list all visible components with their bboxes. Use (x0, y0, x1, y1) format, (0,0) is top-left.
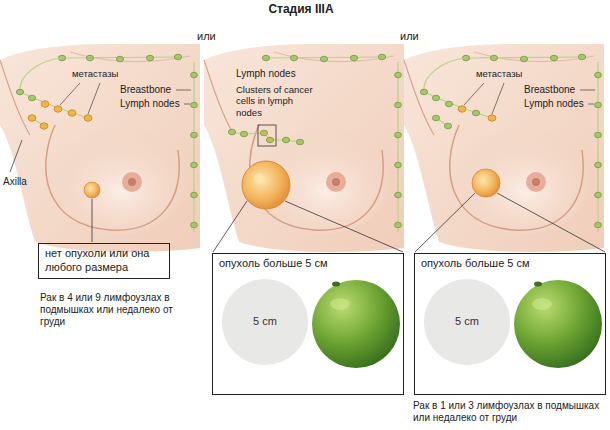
leader-line (92, 199, 93, 242)
lymph-vessel (232, 132, 300, 142)
torso (204, 44, 404, 252)
leader-line (415, 193, 605, 252)
lime-body (514, 280, 602, 368)
lymph-chain (462, 54, 601, 232)
tumor-box: нет опухоли или она любого размера (38, 243, 170, 279)
cancer-cell (264, 133, 267, 136)
size-label: 5 cm (455, 315, 479, 329)
metastasis-node (40, 123, 48, 129)
lime-body (312, 280, 400, 368)
leader-line (213, 201, 403, 252)
cancer-cell (268, 138, 271, 141)
part-label: Breastbone (524, 84, 575, 96)
size-label: 5 cm (253, 315, 277, 329)
tumor-box: опухоль больше 5 см 5 cm (212, 253, 404, 395)
panel (404, 44, 604, 252)
metastasis-node (54, 106, 62, 112)
panel (0, 44, 200, 252)
lime-highlight (532, 298, 552, 310)
torso (0, 44, 200, 252)
tumor (242, 161, 290, 209)
stage-note: Рак в 1 или 3 лимфоузлах в подмышках или… (413, 400, 603, 424)
metastasis-node (41, 101, 49, 107)
tumor (472, 169, 500, 197)
axillary-chain (228, 129, 303, 145)
metastasis-label: метастазы (72, 68, 118, 79)
panel (204, 44, 404, 252)
box-text: опухоль больше 5 см (213, 254, 403, 274)
part-label: Clusters of cancer cells in lymph nodes (236, 84, 318, 118)
box-text: нет опухоли или она любого размера (39, 244, 169, 278)
metastasis-node (84, 115, 92, 121)
lymph-node (260, 130, 267, 136)
lime (312, 280, 400, 368)
zoom-square (258, 125, 276, 146)
size-circle: 5 cm (221, 278, 309, 366)
torso (404, 44, 604, 252)
circle-fill (424, 279, 510, 365)
metastasis-nodes (28, 101, 92, 129)
cancer-cell (270, 140, 273, 143)
tumor (84, 182, 100, 198)
stage-note: Рак в 4 или 9 лимфоузлах в подмышках или… (40, 292, 180, 328)
metastasis-nodes (458, 106, 496, 121)
lymph-node (228, 129, 235, 135)
lymph-node (296, 139, 303, 145)
axilla-bracket (10, 140, 22, 172)
lime (514, 280, 602, 368)
or-word: или (197, 30, 216, 43)
part-label: Lymph nodes (120, 98, 180, 110)
lime-tip (332, 282, 340, 287)
box-text: опухоль больше 5 см (415, 254, 605, 274)
or-word: или (400, 30, 419, 43)
part-label: Axilla (3, 176, 27, 188)
tumor-box: опухоль больше 5 см 5 cm (414, 253, 606, 395)
tumor-highlight (254, 173, 264, 183)
metastasis-node (28, 115, 36, 121)
metastasis-node (458, 106, 466, 112)
circle-fill (222, 279, 308, 365)
lymph-chain (262, 54, 401, 232)
title: Стадия IIIA (0, 2, 606, 16)
metastasis-node (488, 115, 496, 121)
lime-tip (534, 282, 542, 287)
lime-highlight (330, 298, 350, 310)
lymph-node (240, 131, 247, 137)
part-label: Lymph nodes (524, 98, 584, 110)
cancer-cell-cluster (262, 131, 273, 143)
cancer-cell (262, 131, 265, 134)
size-circle: 5 cm (423, 278, 511, 366)
leader-lines (60, 83, 191, 114)
part-label: Breastbone (120, 84, 171, 96)
lymph-node (266, 137, 273, 143)
part-label: Lymph nodes (236, 68, 296, 80)
leader-lines (464, 83, 595, 114)
lymph-node (282, 137, 289, 143)
metastasis-label: метастазы (476, 68, 522, 79)
metastasis-node (68, 110, 76, 116)
lymph-chain (58, 54, 197, 232)
